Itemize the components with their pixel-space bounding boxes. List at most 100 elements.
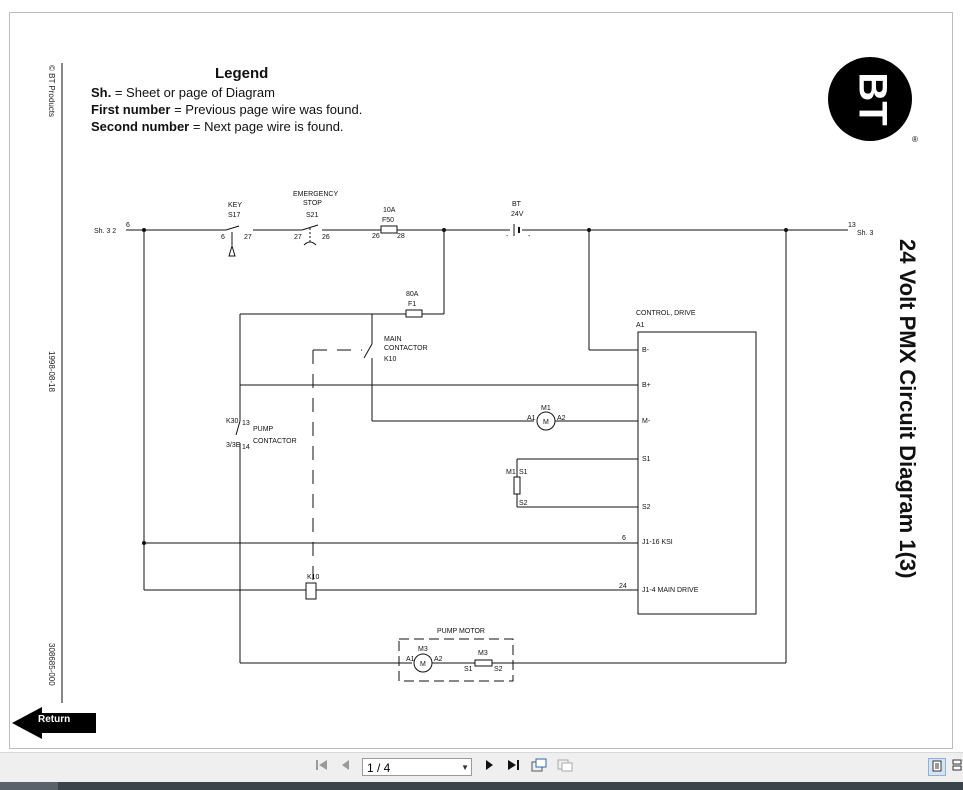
pump-motor-label: PUMP MOTOR [437, 628, 485, 635]
key-switch-symbol [228, 244, 236, 257]
pump-motor-box [398, 638, 514, 682]
first-page-icon[interactable] [313, 758, 331, 776]
estop-contact [301, 224, 319, 231]
single-page-view-icon[interactable] [928, 758, 946, 776]
legend-first: First number = Previous page wire was fo… [91, 102, 362, 117]
m1-ref: M1 [541, 405, 551, 412]
sheet-out-wire: 13 [848, 222, 856, 229]
terminal-s2: S2 [642, 504, 651, 511]
m1-terminal-a2: A2 [557, 415, 566, 422]
terminal-b-minus: B- [642, 347, 650, 354]
junction-dot [784, 228, 788, 232]
main-drive-wire-number: 24 [619, 583, 627, 590]
previous-page-icon[interactable] [337, 758, 355, 776]
f50-terminal-2: 28 [397, 233, 405, 240]
legend-sheet-desc: = Sheet or page of Diagram [111, 85, 275, 100]
page-indicator: 1 / 4 [367, 761, 391, 775]
m1-terminal-a1: A1 [527, 415, 536, 422]
legend-title: Legend [215, 65, 269, 82]
m3-motor-symbol: M [420, 661, 426, 668]
junction-dot [142, 228, 146, 232]
main-contactor-label-1: MAIN [384, 336, 402, 343]
k10-coil [305, 582, 317, 600]
continuous-view-icon[interactable] [950, 758, 963, 776]
legend-first-desc: = Previous page wire was found. [170, 102, 363, 117]
f1-rating: 80A [406, 291, 419, 298]
f50-ref: F50 [382, 217, 394, 224]
m3-ref: M3 [418, 646, 428, 653]
terminal-s1: S1 [642, 456, 651, 463]
m1-motor-symbol: M [543, 419, 549, 426]
logo-text: BT [850, 72, 894, 125]
chevron-down-icon: ▼ [461, 763, 469, 772]
page-selector[interactable]: 1 / 4 ▼ [362, 758, 472, 776]
return-button[interactable]: Return [12, 707, 98, 744]
k30-terminal-3: 14 [242, 444, 250, 451]
estop-terminal-1: 27 [294, 234, 302, 241]
a1-ref: A1 [636, 322, 645, 329]
m3-field-s1: S1 [464, 666, 473, 673]
legend-second-key: Second number [91, 119, 190, 134]
legend-second: Second number = Next page wire is found. [91, 119, 344, 134]
copy-page-icon[interactable] [556, 758, 574, 776]
estop-terminal-2: 26 [322, 234, 330, 241]
junction-dot [442, 228, 446, 232]
legend-first-key: First number [91, 102, 171, 117]
f1-ref: F1 [408, 301, 416, 308]
key-ref: S17 [228, 212, 241, 219]
battery-label: BT [512, 201, 522, 208]
estop-label-1: EMERGENCY [293, 191, 338, 198]
key-terminal-1: 6 [221, 234, 225, 241]
key-label: KEY [228, 202, 242, 209]
estop-label-2: STOP [303, 200, 322, 207]
key-terminal-2: 27 [244, 234, 252, 241]
m3-terminal-a2: A2 [434, 656, 443, 663]
junction-dot [142, 541, 146, 545]
m3-field-ref: M3 [478, 650, 488, 657]
k30-contact [235, 420, 241, 436]
key-switch-contact [225, 225, 240, 231]
last-page-icon[interactable] [504, 758, 522, 776]
pump-contactor-label-1: PUMP [253, 426, 274, 433]
k30-ref: K30 [226, 418, 239, 425]
terminal-b-plus: B+ [642, 382, 651, 389]
m3-terminal-a1: A1 [406, 656, 415, 663]
control-drive-box [637, 331, 757, 615]
estop-ref: S21 [306, 212, 319, 219]
k10-coil-ref: K10 [307, 574, 320, 581]
junction-dot [587, 228, 591, 232]
m3-field-s2: S2 [494, 666, 503, 673]
logo-registered: ® [912, 135, 918, 144]
legend-second-desc: = Next page wire is found. [189, 119, 344, 134]
terminal-ksi: J1-16 KSI [642, 539, 673, 546]
k10-contact [363, 343, 373, 359]
diagram-title: 24 Volt PMX Circuit Diagram 1(3) [895, 239, 920, 579]
battery-terminal-2: - [528, 233, 531, 240]
battery-voltage: 24V [511, 211, 524, 218]
m1-field-winding [513, 476, 521, 495]
fuse-f1 [405, 309, 423, 318]
sheet-in-label: Sh. 3 2 [94, 228, 116, 235]
main-contactor-label-2: CONTACTOR [384, 345, 428, 352]
estop-mushroom-head [303, 241, 317, 246]
k10-ref: K10 [384, 356, 397, 363]
taskbar-strip [0, 782, 963, 790]
f50-rating: 10A [383, 207, 396, 214]
m1-field-ref: M1 [506, 469, 516, 476]
m1-field-s1: S1 [519, 469, 528, 476]
legend-sheet: Sh. = Sheet or page of Diagram [91, 85, 275, 100]
sheet-out-label: Sh. 3 [857, 230, 873, 237]
taskbar-segment [0, 782, 58, 790]
terminal-main-drive: J1-4 MAIN DRIVE [642, 587, 699, 594]
k30-terminal-1: 13 [242, 420, 250, 427]
next-page-icon[interactable] [480, 758, 498, 776]
pump-contactor-label-2: CONTACTOR [253, 438, 297, 445]
open-in-window-icon[interactable] [530, 758, 548, 776]
viewer-toolbar [0, 752, 963, 783]
fuse-f50 [380, 225, 398, 234]
battery-terminal-1: - [506, 233, 509, 240]
sheet-in-wire: 6 [126, 222, 130, 229]
legend-sheet-key: Sh. [91, 85, 112, 100]
logo-circle [828, 57, 912, 141]
document-page: © BT Products 1998-08-18 308685-000 Lege… [9, 12, 953, 749]
